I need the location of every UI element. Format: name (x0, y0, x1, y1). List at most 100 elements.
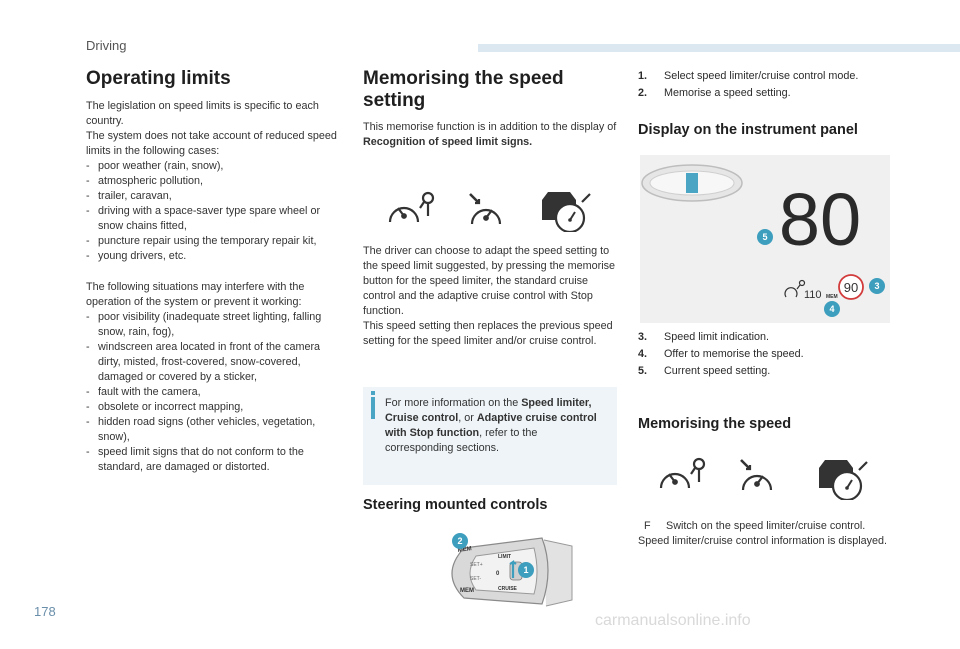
intro-text: This memorise function is in addition to… (363, 121, 617, 133)
arrow-icon: F (644, 520, 651, 532)
speed-limiter-icon (388, 191, 435, 223)
list-item: speed limit signs that do not conform to… (86, 445, 344, 475)
cruise-label: CRUISE (498, 586, 518, 592)
mem-bottom-label: MEM (460, 588, 474, 594)
list-item: 3. Speed limit indication. (638, 329, 898, 346)
callout-2 (452, 533, 468, 549)
legend-text: Speed limit indication. (664, 331, 770, 343)
memorising-paragraphs: The driver can choose to adapt the speed… (363, 244, 619, 349)
display-title: Display on the instrument panel (638, 122, 858, 138)
callout-1 (518, 562, 534, 578)
column-display: 1. Select speed limiter/cruise control mo… (638, 68, 898, 138)
list-item: puncture repair using the temporary repa… (86, 234, 344, 249)
step-number: 2. (638, 87, 648, 99)
instrument-panel-drawing: 80 110 MEM 90 5 3 4 (641, 164, 885, 317)
indicator-bar (686, 173, 698, 193)
watermark: carmanualsonline.info (595, 612, 751, 629)
list-item: young drivers, etc. (86, 249, 344, 264)
legend-block: 3. Speed limit indication. 4. Offer to mem… (638, 329, 898, 380)
header-bar (478, 44, 960, 52)
page-number: 178 (34, 604, 56, 619)
info-plain: , refer to the corresponding sections. (385, 427, 538, 454)
legend-number: 3. (638, 331, 648, 343)
memorising-title: Memorising the speed setting (363, 68, 564, 111)
info-text: For more information on the Speed limite… (385, 396, 607, 456)
column-memorising: Memorising the speed setting This memori… (363, 68, 619, 150)
info-plain: , or (458, 412, 477, 424)
operating-limits-intro: The legislation on speed limits is speci… (86, 99, 344, 264)
cruise-control-icon (469, 193, 502, 225)
legend-number: 5. (638, 365, 648, 377)
mode-icons-row-2 (659, 457, 868, 500)
list-item: 1. Select speed limiter/cruise control mo… (638, 68, 898, 85)
step-text: Memorise a speed setting. (664, 87, 791, 99)
mem-indicator: MEM (826, 294, 838, 300)
speed-limit-sign (838, 274, 864, 300)
list-item: poor weather (rain, snow), (86, 159, 344, 174)
legend-number: 4. (638, 348, 648, 360)
info-bold: Adaptive cruise control with Stop functi… (385, 412, 597, 439)
mem-top-label: MEM (457, 546, 472, 554)
legend-list: 3. Speed limit indication. 4. Offer to mem… (638, 329, 898, 380)
legend-text: Current speed setting. (664, 365, 771, 377)
list-item: windscreen area located in front of the … (86, 340, 344, 385)
list-item: hidden road signs (other vehicles, veget… (86, 415, 344, 445)
info-icon-dot (371, 391, 375, 395)
info-icon (371, 397, 375, 419)
operating-limits-title: Operating limits (86, 68, 231, 89)
speed-limit-value: 90 (844, 280, 858, 295)
column-operating-limits: Operating limits The legislation on spee… (86, 68, 344, 475)
intro-paragraph: The system does not take account of redu… (86, 130, 337, 157)
cases-list: poor weather (rain, snow), atmospheric p… (86, 159, 344, 264)
memorising-intro: This memorise function is in addition to… (363, 120, 619, 150)
list-item: obsolete or incorrect mapping, (86, 400, 344, 415)
cruise-control-icon (740, 459, 773, 491)
list-item: atmospheric pollution, (86, 174, 344, 189)
list-item: 4. Offer to memorise the speed. (638, 346, 898, 363)
list-item: poor visibility (inadequate street light… (86, 310, 344, 340)
switch-result: Speed limiter/cruise control information… (638, 535, 888, 547)
situations-list: poor visibility (inadequate street light… (86, 310, 344, 475)
step-number: 1. (638, 70, 648, 82)
list-item: trailer, caravan, (86, 189, 344, 204)
list-item: driving with a space-saver type spare wh… (86, 204, 344, 234)
paragraph: This speed setting then replaces the pre… (363, 320, 613, 347)
set-minus-label: SET- (470, 576, 481, 582)
section-title: Driving (86, 38, 127, 53)
situations-intro: The following situations may interfere w… (86, 281, 305, 308)
info-box: For more information on the Speed limite… (363, 387, 617, 485)
speed-limiter-icon (659, 457, 706, 489)
callout-4 (824, 301, 840, 317)
info-bold: Speed limiter, Cruise control (385, 397, 592, 424)
list-item: fault with the camera, (86, 385, 344, 400)
switch-instruction: F Switch on the speed limiter/cruise con… (638, 519, 898, 549)
set-plus-label: SET+ (470, 562, 483, 568)
callout-3 (869, 278, 885, 294)
intro-paragraph: The legislation on speed limits is speci… (86, 100, 319, 127)
up-arrow-icon (509, 559, 517, 578)
switch-text: Switch on the speed limiter/cruise contr… (666, 520, 866, 532)
legend-text: Offer to memorise the speed. (664, 348, 804, 360)
instrument-panel-image: 80 110 MEM 90 5 3 4 (640, 155, 890, 323)
switch-step: F Switch on the speed limiter/cruise con… (638, 519, 898, 534)
list-item: 5. Current speed setting. (638, 363, 898, 380)
speed-suggest-icon (784, 279, 806, 298)
suggested-speed: 110 (804, 289, 822, 301)
callout-5 (757, 229, 773, 245)
zero-label: 0 (496, 571, 500, 577)
callout-1-label: 1 (523, 565, 528, 575)
memorising-speed-title: Memorising the speed (638, 416, 792, 432)
intro-bold: Recognition of speed limit signs. (363, 136, 533, 148)
situations-block: The following situations may interfere w… (86, 280, 344, 475)
steps-list: 1. Select speed limiter/cruise control mo… (638, 68, 898, 102)
callout-2-label: 2 (457, 536, 462, 546)
steering-controls-title: Steering mounted controls (363, 497, 548, 513)
callout-5-label: 5 (762, 232, 767, 242)
callout-3-label: 3 (874, 281, 879, 291)
callout-4-label: 4 (829, 304, 834, 314)
step-text: Select speed limiter/cruise control mode… (664, 70, 859, 82)
adaptive-cruise-icon (819, 460, 868, 500)
adaptive-cruise-icon (542, 192, 591, 232)
current-speed-value: 80 (779, 178, 861, 261)
steering-stalk-illustration: MEM MEM SET+ SET- LIMIT CRUISE 0 2 1 (451, 533, 573, 607)
